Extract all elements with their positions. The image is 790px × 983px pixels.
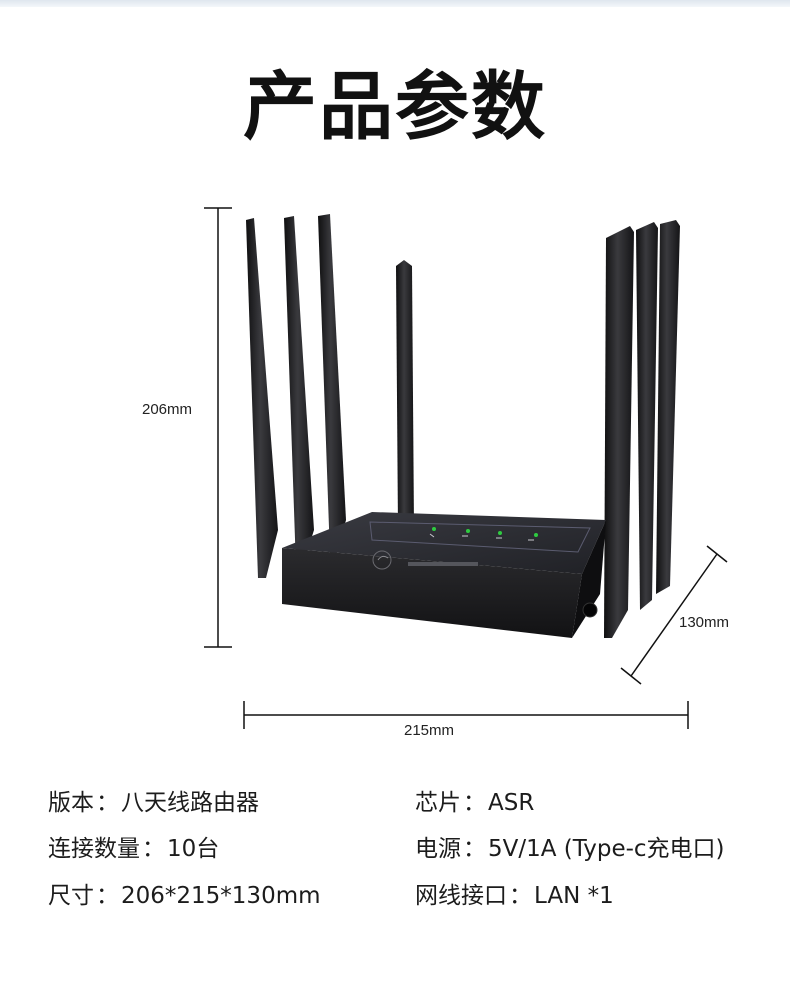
spec-connections-value: 10台 bbox=[167, 836, 220, 862]
antenna-left-1 bbox=[246, 218, 278, 578]
antenna-right-3 bbox=[656, 220, 680, 594]
spec-version-value: 八天线路由器 bbox=[121, 790, 259, 816]
antenna-left-2 bbox=[284, 216, 314, 568]
page-title: 产品参数 bbox=[243, 64, 547, 150]
top-banner-strip bbox=[0, 0, 790, 7]
router-body bbox=[282, 512, 606, 638]
spec-chip-value: ASR bbox=[488, 790, 535, 816]
height-dimension-line bbox=[204, 207, 232, 648]
spec-connections-label: 连接数量 bbox=[48, 836, 140, 862]
height-dimension-label: 206mm bbox=[142, 401, 193, 418]
spec-size-label: 尺寸 bbox=[48, 883, 94, 909]
spec-lan: 网线接口：LAN *1 bbox=[415, 876, 614, 910]
spec-separator: ： bbox=[96, 790, 119, 816]
spec-power-label: 电源 bbox=[415, 836, 461, 862]
antenna-center bbox=[396, 260, 414, 530]
antenna-right-2 bbox=[636, 222, 658, 610]
spec-size-value: 206*215*130mm bbox=[121, 883, 321, 909]
spec-chip: 芯片：ASR bbox=[415, 783, 534, 817]
spec-size: 尺寸：206*215*130mm bbox=[48, 876, 321, 910]
spec-power: 电源：5V/1A (Type-c充电口) bbox=[415, 829, 725, 863]
spec-separator: ： bbox=[96, 883, 119, 909]
depth-dimension-label: 130mm bbox=[679, 614, 730, 631]
spec-chip-label: 芯片 bbox=[415, 790, 461, 816]
width-dimension-line bbox=[243, 701, 689, 729]
spec-separator: ： bbox=[509, 883, 532, 909]
router-product-illustration bbox=[204, 207, 728, 729]
status-leds bbox=[429, 527, 538, 541]
width-dimension-label: 215mm bbox=[404, 722, 455, 739]
spec-power-value: 5V/1A (Type-c充电口) bbox=[488, 836, 725, 862]
depth-dimension-line bbox=[620, 545, 728, 685]
spec-separator: ： bbox=[142, 836, 165, 862]
spec-separator: ： bbox=[463, 790, 486, 816]
spec-lan-label: 网线接口 bbox=[415, 883, 507, 909]
spec-version: 版本：八天线路由器 bbox=[48, 783, 259, 817]
spec-separator: ： bbox=[463, 836, 486, 862]
antenna-right-1 bbox=[604, 226, 634, 638]
spec-version-label: 版本 bbox=[48, 790, 94, 816]
spec-connections: 连接数量：10台 bbox=[48, 829, 219, 863]
antenna-left-3 bbox=[318, 214, 346, 556]
spec-lan-value: LAN *1 bbox=[534, 883, 614, 909]
